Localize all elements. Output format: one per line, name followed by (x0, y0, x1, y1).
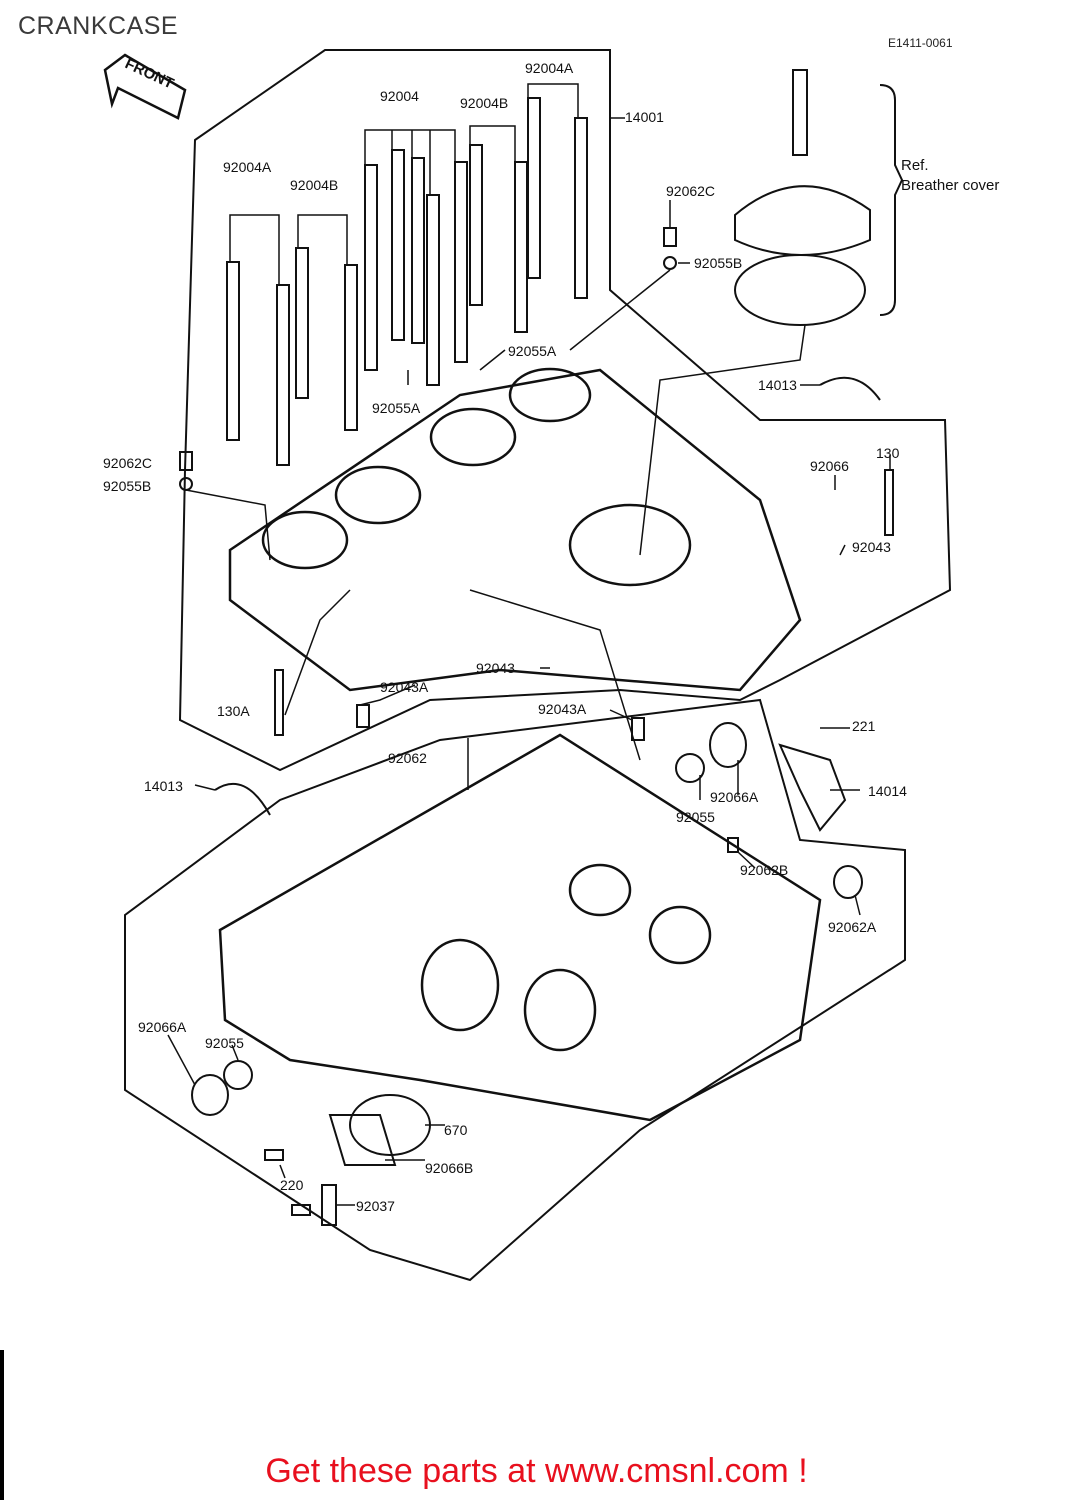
part-label: 92066A (710, 789, 759, 805)
breather-cover (734, 69, 904, 326)
part-label: 92043 (852, 539, 891, 555)
drain-bolt (191, 1074, 229, 1116)
part-label: 220 (280, 1177, 304, 1193)
stud (514, 161, 528, 333)
stud (426, 194, 440, 386)
part-label: 92043A (538, 701, 587, 717)
part-label: 92055B (694, 255, 742, 271)
plug (727, 837, 739, 853)
oil-plug (709, 722, 747, 768)
stud-group (226, 97, 588, 466)
screw-220 (264, 1149, 284, 1161)
part-label: 14014 (868, 783, 907, 799)
page-title: CRANKCASE (18, 12, 179, 40)
stud (344, 264, 358, 431)
o-ring (179, 477, 193, 491)
part-label: 14013 (758, 377, 797, 393)
part-label: 92066 (810, 458, 849, 474)
thrust-washer (214, 782, 271, 816)
part-label: 92055A (372, 400, 421, 416)
stud (411, 157, 425, 344)
lower-case-boundary (124, 698, 906, 1282)
o-ring (663, 256, 677, 270)
screw (291, 1204, 311, 1216)
part-label: 92037 (356, 1198, 395, 1214)
stud (391, 149, 405, 341)
part-label: 92055 (205, 1035, 244, 1051)
part-label: 92066B (425, 1160, 473, 1176)
upper-case-boundary (178, 49, 952, 772)
bolt (274, 669, 284, 736)
part-label: 92066A (138, 1019, 187, 1035)
gasket (223, 1060, 253, 1090)
part-label: 92055A (508, 343, 557, 359)
plate (778, 743, 847, 832)
part-labels: 92004A 92004 92004B 14001 92004A 92004B … (103, 60, 907, 1214)
part-label: 92062C (666, 183, 715, 199)
part-label: 130 (876, 445, 900, 461)
part-label: 92062 (388, 750, 427, 766)
dowel (631, 717, 645, 741)
part-label: 92004B (290, 177, 338, 193)
stud (295, 247, 309, 399)
front-label: FRONT (122, 55, 176, 92)
part-label: 130A (217, 703, 250, 719)
breather-cover-label: Breather cover (901, 177, 999, 194)
stud (469, 144, 483, 306)
part-label: 92055 (676, 809, 715, 825)
part-label: 92043 (476, 660, 515, 676)
part-label: 92004B (460, 95, 508, 111)
part-label: 92004A (223, 159, 272, 175)
part-label: 92004A (525, 60, 574, 76)
drain-plug (833, 865, 863, 899)
part-label: 14013 (144, 778, 183, 794)
promo-banner[interactable]: Get these parts at www.cmsnl.com ! (265, 1452, 808, 1490)
lower-crankcase (218, 733, 822, 1122)
leader-lines (167, 83, 891, 1206)
oil-plug-ring (675, 753, 705, 783)
dowel (663, 227, 677, 247)
stud (364, 164, 378, 371)
stud (454, 161, 468, 363)
stud (276, 284, 290, 466)
thrust-washer (819, 376, 881, 401)
part-label: 92062B (740, 862, 788, 878)
bolt (884, 469, 894, 536)
dowel (356, 704, 370, 728)
left-edge-bar (0, 1350, 4, 1500)
part-label: 14001 (625, 109, 664, 125)
stud (527, 97, 541, 279)
upper-crankcase (228, 367, 802, 692)
part-label: 670 (444, 1122, 468, 1138)
cover-plate (328, 1114, 397, 1166)
part-label: 92055B (103, 478, 151, 494)
dowel (179, 451, 193, 471)
part-label: 92004 (380, 88, 419, 104)
diagram-code: E1411-0061 (888, 36, 953, 50)
crankcase-diagram: 92004A 92004 92004B 14001 92004A 92004B … (103, 49, 999, 1282)
part-label: 92062A (828, 919, 877, 935)
part-label: 221 (852, 718, 876, 734)
part-label: 92043A (380, 679, 429, 695)
stud (574, 117, 588, 299)
front-arrow-shape (103, 53, 187, 120)
part-label: 92062C (103, 455, 152, 471)
stud (226, 261, 240, 441)
reference-label: Ref. (901, 157, 929, 174)
